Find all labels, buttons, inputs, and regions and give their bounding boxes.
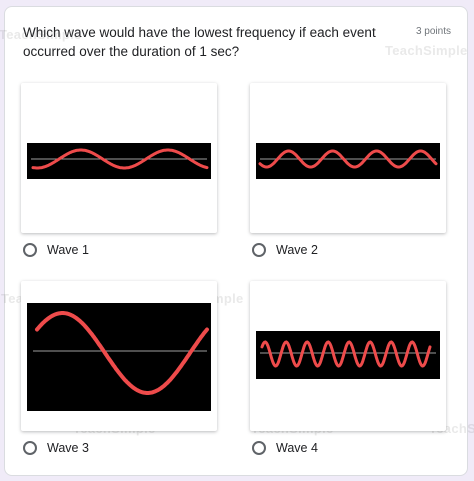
wave-background <box>256 331 440 379</box>
option-wave-2[interactable]: Wave 2 <box>252 243 318 257</box>
option-wave-1[interactable]: Wave 1 <box>23 243 89 257</box>
radio-button[interactable] <box>252 243 266 257</box>
option-image-wave-3 <box>21 281 217 431</box>
option-image-wave-1 <box>21 83 217 233</box>
points-label: 3 points <box>415 26 451 37</box>
wave-background <box>256 143 440 179</box>
option-wave-3[interactable]: Wave 3 <box>23 441 89 455</box>
wave-3-curve <box>35 311 209 395</box>
wave-1-curve <box>31 148 209 170</box>
option-label: Wave 3 <box>47 441 89 455</box>
option-image-wave-4 <box>250 281 446 431</box>
wave-1-graph <box>27 143 211 179</box>
wave-2-curve <box>258 149 438 169</box>
radio-button[interactable] <box>252 441 266 455</box>
radio-button[interactable] <box>23 243 37 257</box>
question-card: Which wave would have the lowest frequen… <box>0 6 474 476</box>
radio-button[interactable] <box>23 441 37 455</box>
wave-4-graph <box>256 331 440 379</box>
option-image-wave-2 <box>250 83 446 233</box>
wave-2-graph <box>256 143 440 179</box>
wave-3-graph <box>27 303 211 411</box>
option-label: Wave 1 <box>47 243 89 257</box>
option-wave-4[interactable]: Wave 4 <box>252 441 318 455</box>
wave-4-curve <box>260 340 432 368</box>
option-label: Wave 4 <box>276 441 318 455</box>
option-label: Wave 2 <box>276 243 318 257</box>
wave-background <box>27 303 211 411</box>
question-text: Which wave would have the lowest frequen… <box>23 25 376 59</box>
